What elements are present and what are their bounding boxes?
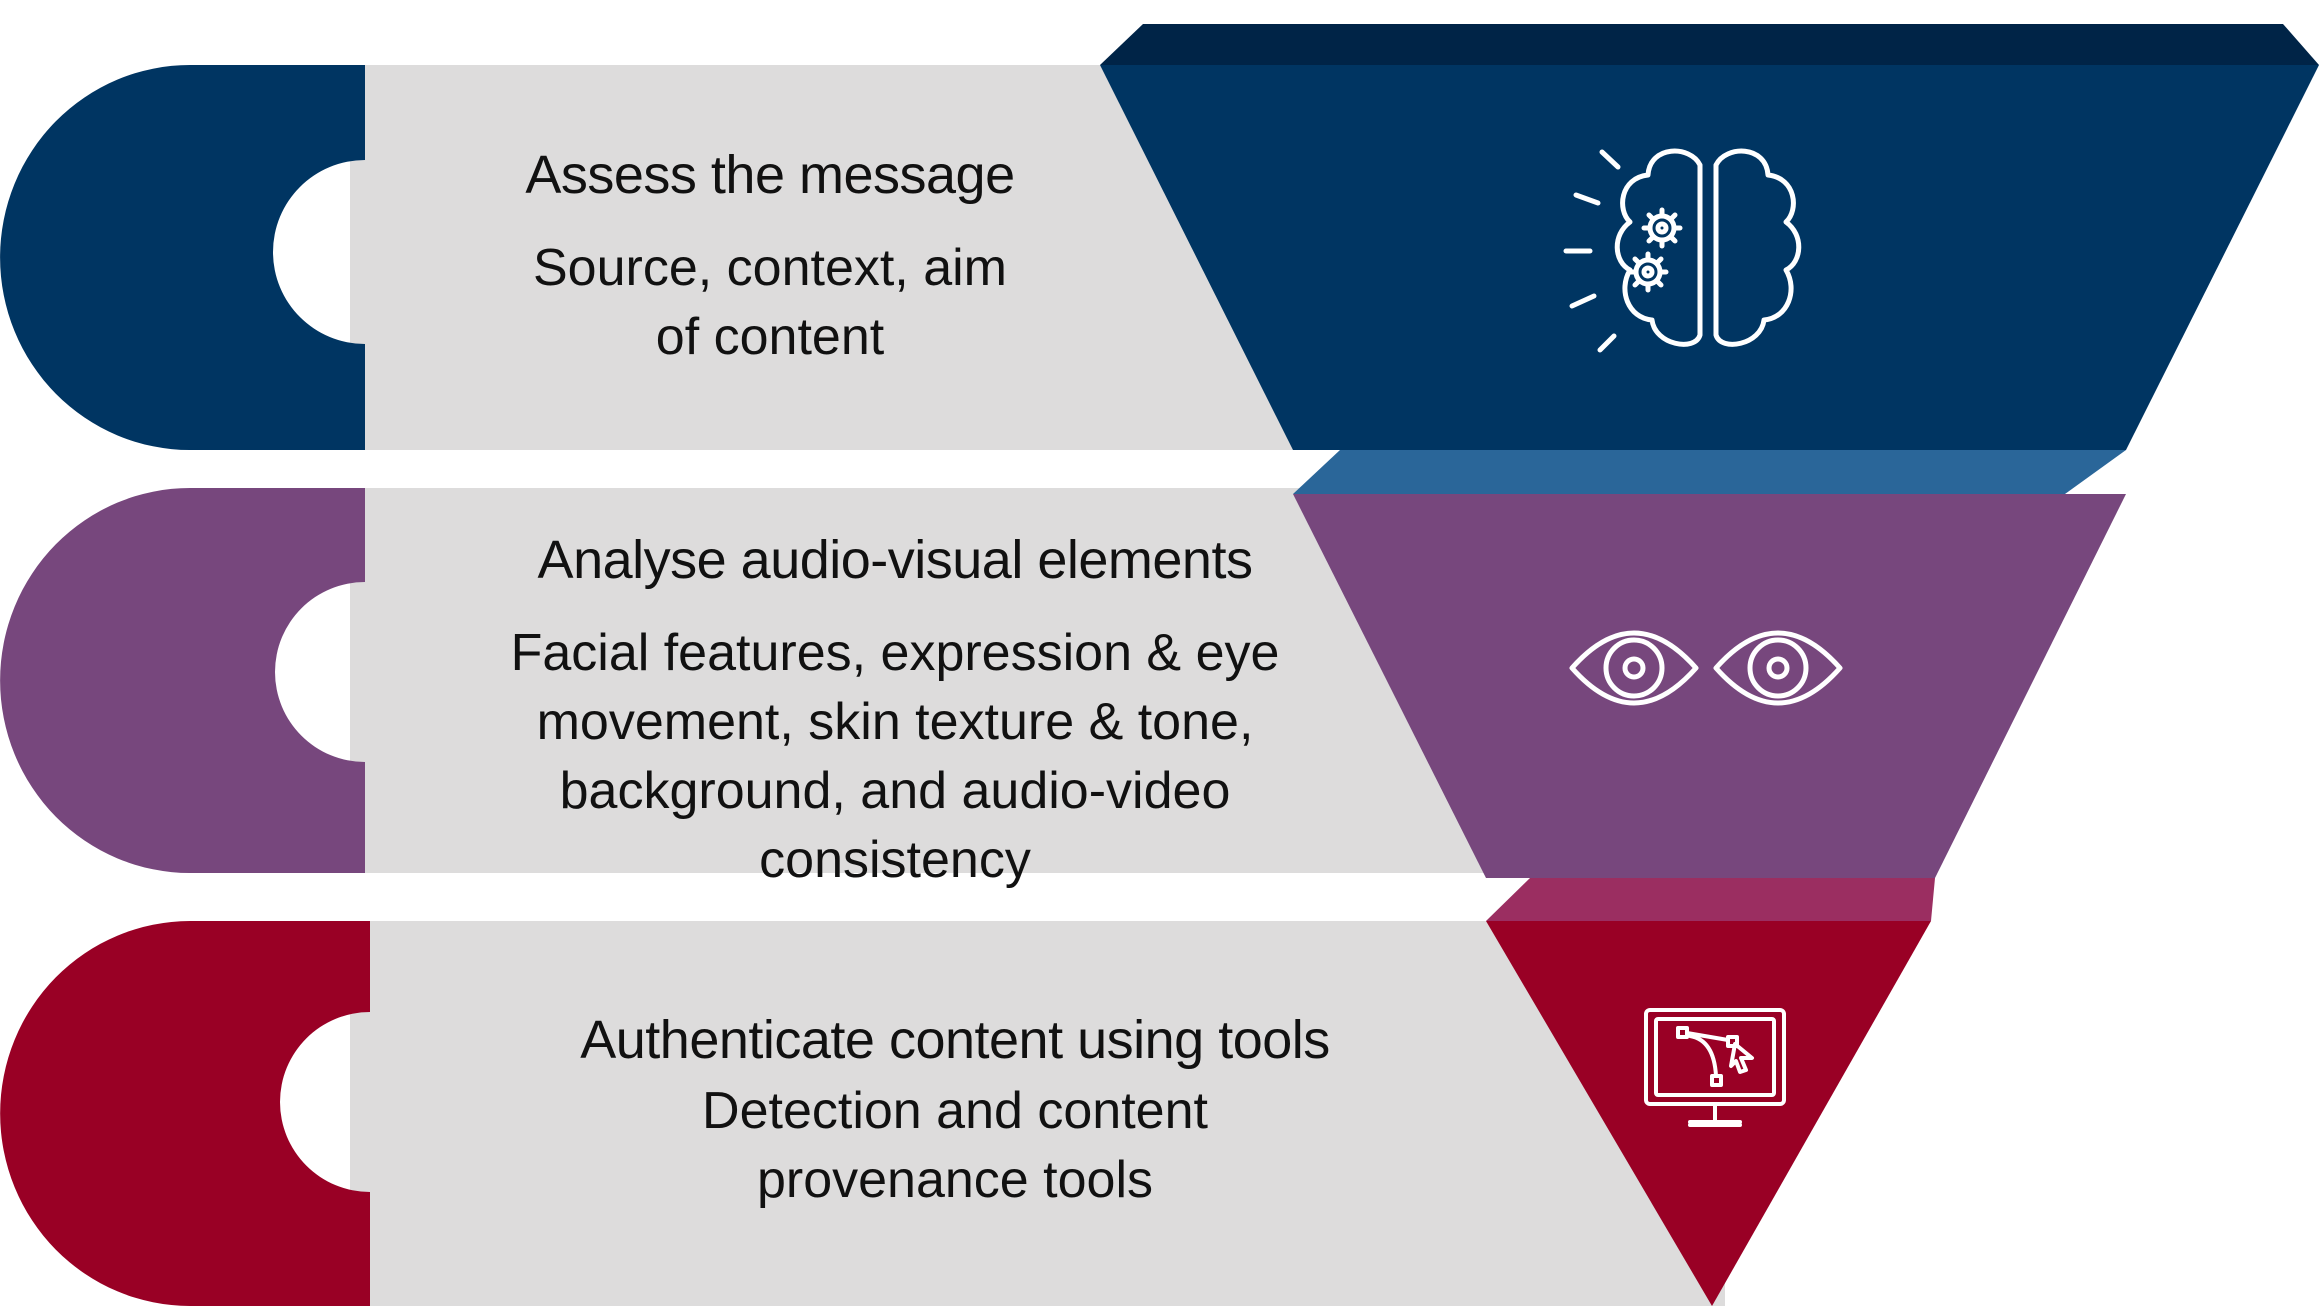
step-1-funnel-segment	[1100, 65, 2319, 450]
step-3-description: Detection and content provenance tools	[702, 1081, 1208, 1209]
step-1-title: Assess the message	[525, 145, 1015, 205]
step-2-funnel-cap	[1293, 450, 2126, 494]
step-1-description: Source, context, aim of content	[533, 238, 1007, 366]
step-3-title: Authenticate content using tools	[580, 1010, 1330, 1070]
step-1-tab	[0, 65, 366, 450]
step-3	[0, 878, 1935, 1306]
step-3-funnel-cap	[1486, 878, 1935, 921]
step-3-band	[350, 921, 1725, 1306]
step-2-tab	[0, 488, 365, 873]
step-2-text: Analyse audio-visual elements Facial fea…	[380, 525, 1410, 895]
step-2-funnel-segment	[1293, 494, 2126, 878]
step-1-funnel-cap	[1100, 24, 2319, 65]
brain-gears-icon	[1563, 148, 1802, 353]
monitor-vector-curve-icon	[1644, 1008, 1786, 1127]
step-2-description: Facial features, expression & eye moveme…	[510, 623, 1280, 890]
step-3-tab	[0, 921, 371, 1306]
step-2-band	[350, 488, 1500, 873]
step-2-title: Analyse audio-visual elements	[537, 530, 1253, 590]
step-2	[0, 450, 2126, 878]
step-3-funnel-segment	[1486, 921, 1931, 1306]
step-1-text: Assess the message Source, context, aim …	[460, 140, 1080, 372]
step-3-text: Authenticate content using tools Detecti…	[500, 1005, 1410, 1215]
eyes-icon	[1569, 630, 1843, 706]
step-1	[0, 24, 2319, 450]
